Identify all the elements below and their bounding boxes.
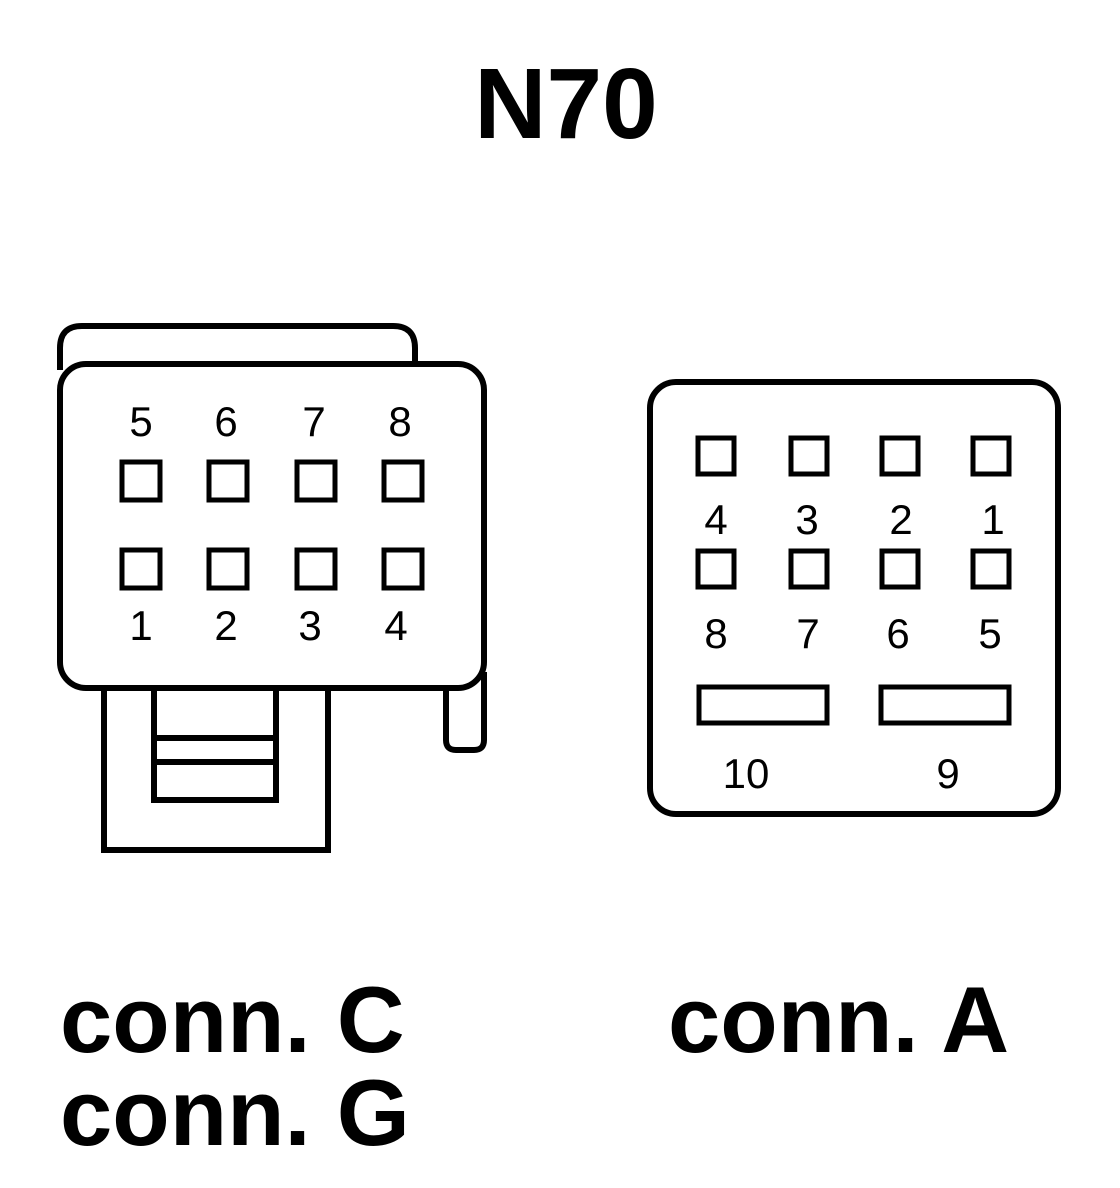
left-pin-7-square	[294, 459, 338, 503]
right-connector-pins	[695, 435, 1012, 726]
right-slot-9	[878, 684, 1012, 726]
right-pin-3-square	[788, 435, 830, 477]
right-pin-7-square	[788, 548, 830, 590]
right-pin-label: 1	[981, 496, 1004, 543]
right-pin-label: 7	[796, 610, 819, 657]
left-connector-back-housing	[57, 323, 418, 370]
left-pin-label: 3	[298, 602, 321, 649]
left-pin-label: 8	[388, 398, 411, 445]
right-pin-label: 5	[978, 610, 1001, 657]
left-connector-latch-tab	[443, 672, 487, 753]
left-pin-4-square	[381, 547, 425, 591]
left-connector-face	[57, 361, 487, 691]
left-pin-3-square	[294, 547, 338, 591]
left-pin-label: 6	[214, 398, 237, 445]
diagram-title: N70	[474, 48, 657, 160]
left-pin-5-square	[119, 459, 163, 503]
left-connector-pin-labels: 5 6 7 8 1 2 3 4	[129, 398, 411, 649]
left-connector-pins	[119, 459, 425, 591]
right-pin-5-square	[970, 548, 1012, 590]
left-pin-6-square	[206, 459, 250, 503]
left-connector-name-1: conn. C	[60, 967, 405, 1072]
left-pin-label: 2	[214, 602, 237, 649]
left-pin-2-square	[206, 547, 250, 591]
left-pin-8-square	[381, 459, 425, 503]
right-pin-4-square	[695, 435, 737, 477]
left-pin-label: 4	[384, 602, 407, 649]
right-connector-pin-labels: 4 3 2 1 8 7 6 5 10 9	[704, 496, 1004, 797]
left-pin-1-square	[119, 547, 163, 591]
left-pin-label: 7	[302, 398, 325, 445]
right-slot-10	[696, 684, 830, 726]
right-slot-label: 9	[936, 750, 959, 797]
right-pin-6-square	[879, 548, 921, 590]
right-pin-label: 6	[886, 610, 909, 657]
right-pin-1-square	[970, 435, 1012, 477]
right-pin-label: 4	[704, 496, 727, 543]
right-pin-8-square	[695, 548, 737, 590]
left-connector-name-2: conn. G	[60, 1060, 410, 1165]
right-pin-label: 2	[889, 496, 912, 543]
right-pin-label: 8	[704, 610, 727, 657]
left-pin-label: 1	[129, 602, 152, 649]
right-pin-2-square	[879, 435, 921, 477]
left-connector-cable-outer	[101, 686, 331, 853]
right-slot-label: 10	[723, 750, 770, 797]
left-connector	[57, 323, 487, 853]
left-connector-cable-inner	[151, 686, 279, 803]
right-connector-name: conn. A	[668, 967, 1009, 1072]
left-pin-label: 5	[129, 398, 152, 445]
right-pin-label: 3	[795, 496, 818, 543]
